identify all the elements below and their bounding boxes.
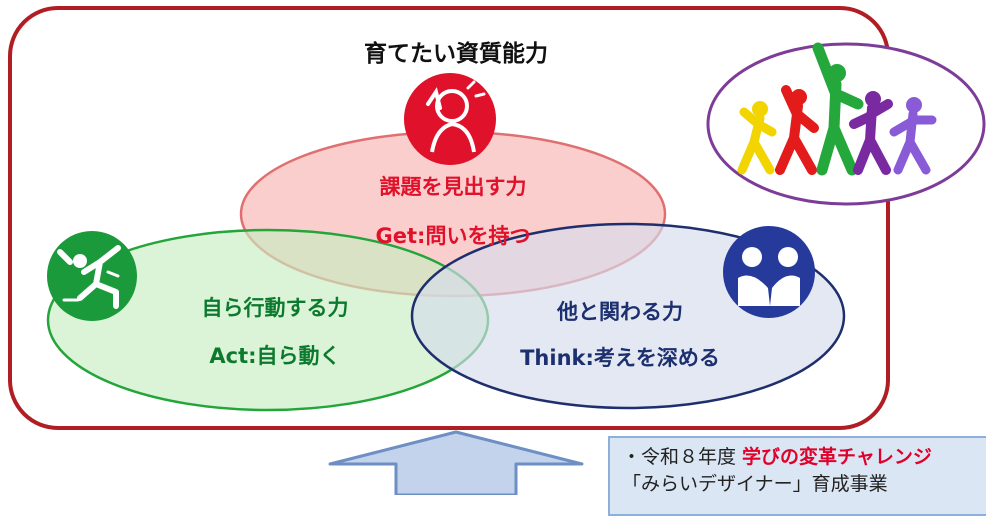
note-line-1: ・令和８年度 学びの変革チャレンジ — [622, 444, 986, 471]
red-circle-label: 課題を見出す力 — [379, 175, 527, 199]
blue-circle-sublabel: Think:考えを深める — [520, 346, 720, 370]
note-highlight: 学びの変革チャレンジ — [742, 446, 932, 468]
group-of-people-cheering-icon — [737, 42, 937, 176]
page-title: 育てたい資質能力 — [364, 41, 548, 67]
green-circle-label: 自ら行動する力 — [201, 296, 349, 320]
note-line-2: 「みらいデザイナー」育成事業 — [622, 473, 888, 495]
diagram-graphics — [8, 6, 986, 495]
diagram-stage: 育てたい資質能力 課題を見出す力 Get:問いを持つ 自ら行動する力 Act:自… — [8, 6, 986, 516]
thinking-person-icon — [404, 73, 496, 165]
up-arrow — [328, 430, 584, 495]
two-people-talking-icon — [723, 226, 815, 318]
green-circle-sublabel: Act:自ら動く — [209, 344, 341, 368]
red-circle-sublabel: Get:問いを持つ — [375, 224, 531, 248]
note-prefix: ・令和８年度 — [622, 446, 743, 468]
dancing-person-icon — [47, 231, 137, 321]
program-note-box: ・令和８年度 学びの変革チャレンジ 「みらいデザイナー」育成事業 — [608, 436, 986, 516]
blue-circle-label: 他と関わる力 — [557, 300, 683, 324]
group-ellipse — [706, 42, 986, 206]
